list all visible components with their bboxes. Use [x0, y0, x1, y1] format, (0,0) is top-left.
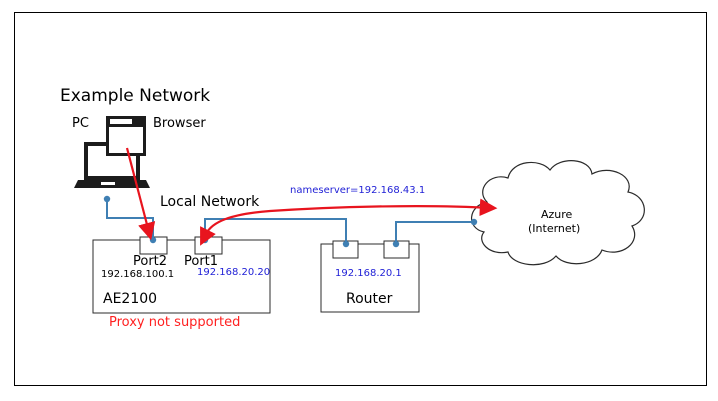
- diagram-frame: [14, 12, 707, 386]
- cloud-icon: [471, 160, 645, 266]
- port1-ip-label: 192.168.20.20: [197, 267, 271, 278]
- browser-window-icon: [106, 116, 146, 156]
- diagram-title: Example Network: [60, 86, 211, 106]
- browser-to-port2-arrow: [125, 147, 156, 241]
- local-network-label: Local Network: [160, 194, 260, 210]
- browser-label: Browser: [153, 116, 206, 131]
- nameserver-label: nameserver=192.168.43.1: [290, 185, 426, 196]
- router-ip-label: 192.168.20.1: [335, 268, 402, 279]
- router-label: Router: [346, 291, 393, 307]
- ae2100-box: [92, 239, 271, 314]
- pc-label: PC: [72, 116, 89, 131]
- proxy-warning-label: Proxy not supported: [109, 315, 241, 330]
- port1-box: [194, 236, 223, 255]
- port2-ip-label: 192.168.100.1: [101, 269, 175, 280]
- internet-label: (Internet): [528, 222, 581, 235]
- port2-label: Port2: [133, 254, 168, 269]
- ae2100-label: AE2100: [103, 291, 158, 307]
- port1-label: Port1: [184, 254, 219, 269]
- port1-to-azure-arrow: [200, 198, 498, 246]
- azure-label: Azure: [541, 208, 573, 221]
